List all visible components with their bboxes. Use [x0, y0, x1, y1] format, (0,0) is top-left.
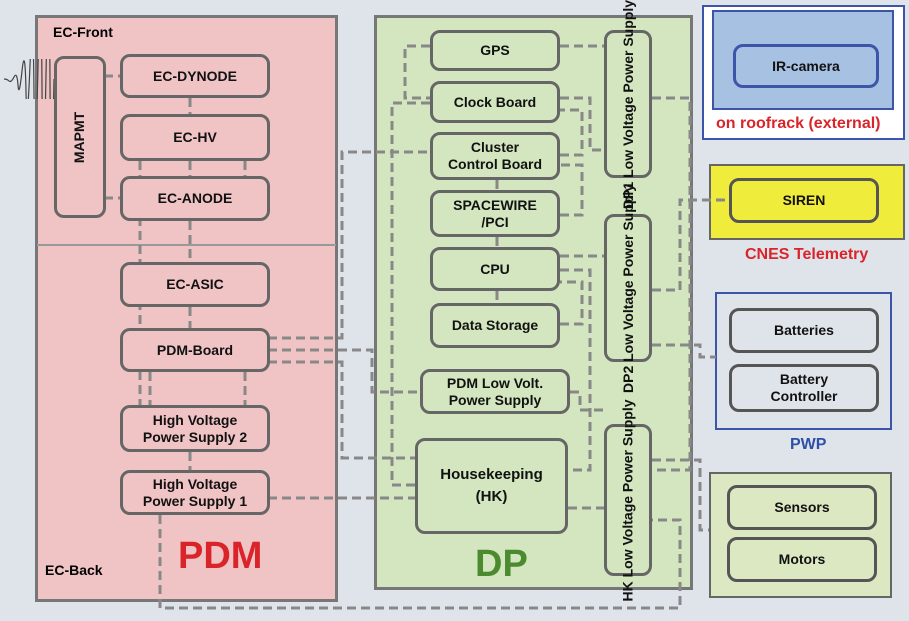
pdm-title: PDM	[178, 535, 263, 577]
photon-signal-icon	[4, 59, 54, 99]
battery-controller-box: Battery Controller	[729, 364, 879, 412]
spacewire-pci-box: SPACEWIRE /PCI	[430, 190, 560, 237]
ir-camera-box: IR-camera	[733, 44, 879, 88]
cluster-control-board-box: Cluster Control Board	[430, 132, 560, 180]
sensors-box: Sensors	[727, 485, 877, 530]
ec-asic-box: EC-ASIC	[120, 262, 270, 307]
dp1-lvps-box: DP1 Low Voltage Power Supply	[604, 0, 652, 209]
ec-anode-box: EC-ANODE	[120, 176, 270, 221]
hvps1-box: High Voltage Power Supply 1	[120, 470, 270, 515]
ec-back-label: EC-Back	[45, 562, 103, 578]
siren-box: SIREN	[729, 178, 879, 223]
ec-hv-box: EC-HV	[120, 114, 270, 161]
gps-box: GPS	[430, 30, 560, 71]
ec-divider	[37, 244, 336, 246]
mapmt-box: MAPMT	[54, 56, 106, 218]
dp-title: DP	[475, 543, 528, 585]
cnes-caption: CNES Telemetry	[745, 246, 869, 263]
pdm-lvps-box: PDM Low Volt. Power Supply	[420, 369, 570, 414]
roofrack-caption: on roofrack (external)	[716, 115, 881, 132]
pdm-board-box: PDM-Board	[120, 328, 270, 372]
cpu-box: CPU	[430, 247, 560, 291]
pwp-caption: PWP	[790, 436, 827, 453]
hk-lvps-box: HK Low Voltage Power Supply	[604, 399, 652, 601]
clock-board-box: Clock Board	[430, 81, 560, 123]
batteries-box: Batteries	[729, 308, 879, 353]
ec-dynode-box: EC-DYNODE	[120, 54, 270, 98]
hvps2-box: High Voltage Power Supply 2	[120, 405, 270, 452]
ec-front-label: EC-Front	[53, 24, 113, 40]
housekeeping-box: Housekeeping (HK)	[415, 438, 568, 534]
data-storage-box: Data Storage	[430, 303, 560, 348]
motors-box: Motors	[727, 537, 877, 582]
dp2-lvps-box: DP2 Low Voltage Power Supply	[604, 184, 652, 393]
